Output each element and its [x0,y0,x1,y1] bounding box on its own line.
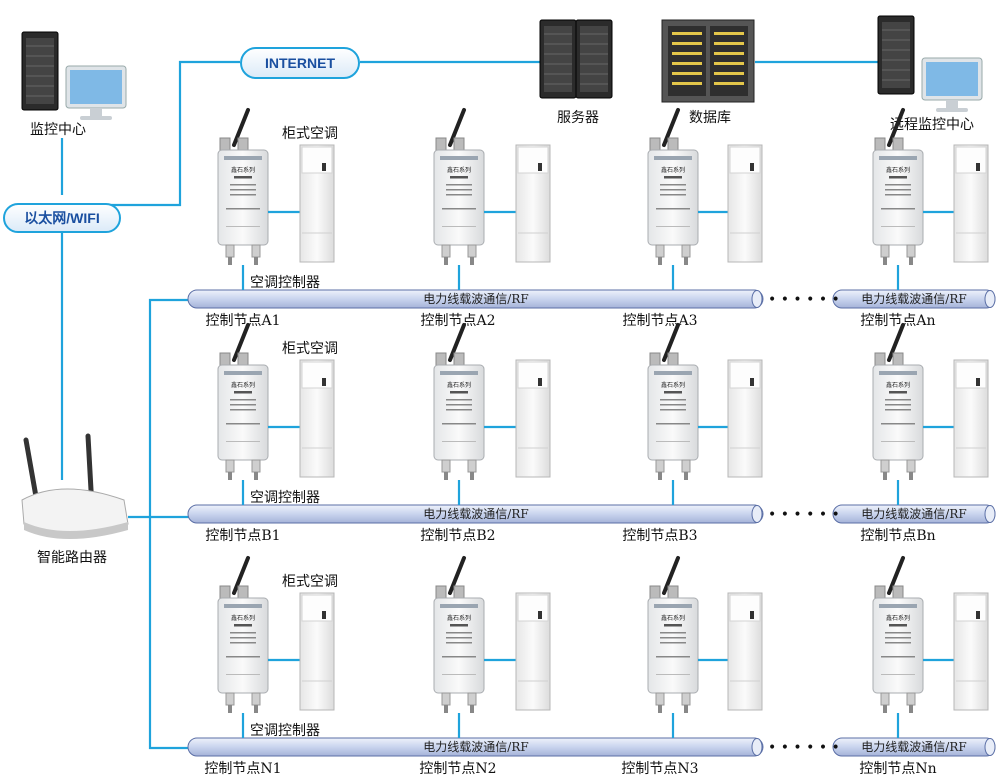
control-row: 电力线载波通信/RF 电力线载波通信/RF • • • • • • 鑫石系列控制节点N… [187,556,996,777]
device-series: 鑫石系列 [231,166,255,174]
control-node-label: 控制节点An [860,313,935,329]
ac-controller-device: 鑫石系列 [432,556,486,715]
remote-monitor-label: 远程监控中心 [890,117,974,133]
pipe-label: 电力线载波通信/RF [423,507,528,521]
cabinet-ac-icon [727,592,763,711]
pipe-label: 电力线载波通信/RF [423,292,528,306]
ethernet-pill: 以太网/WIFI [3,203,121,233]
ellipsis-dots: • • • • • • [768,292,840,308]
ac-controller-device: 鑫石系列 [871,108,925,267]
control-node-label: 控制节点N2 [419,761,496,777]
ac-controller-label: 空调控制器 [250,490,320,506]
ellipsis-dots: • • • • • • [768,740,840,756]
device-series: 鑫石系列 [661,614,685,622]
device-series: 鑫石系列 [886,614,910,622]
pipe-label: 电力线载波通信/RF [861,740,966,754]
cabinet-ac-icon [515,144,551,263]
server-icon [539,19,613,99]
control-row: 电力线载波通信/RF 电力线载波通信/RF • • • • • • 鑫石系列控制节点B… [187,323,996,544]
pipe-label: 电力线载波通信/RF [423,740,528,754]
cabinet-ac-icon [953,359,989,478]
cabinet-ac-icon [953,144,989,263]
pipe-label: 电力线载波通信/RF [861,292,966,306]
control-node-label: 控制节点B1 [205,528,280,544]
device-series: 鑫石系列 [661,166,685,174]
device-series: 鑫石系列 [447,614,471,622]
ac-controller-device: 鑫石系列 [216,323,270,482]
ellipsis-dots: • • • • • • [768,507,840,523]
ac-cabinet-label: 柜式空调 [282,574,338,590]
power-line-pipe-end: 电力线载波通信/RF [832,504,996,524]
router-label: 智能路由器 [37,550,107,566]
monitor-center-label: 监控中心 [30,122,86,138]
ac-cabinet-label: 柜式空调 [282,126,338,142]
cabinet-ac-icon [515,592,551,711]
cabinet-ac-icon [727,359,763,478]
remote-monitor-computer [877,15,983,113]
database-icon [661,19,755,103]
device-series: 鑫石系列 [886,381,910,389]
device-series: 鑫石系列 [447,166,471,174]
device-series: 鑫石系列 [661,381,685,389]
database-label: 数据库 [689,110,731,126]
internet-label: INTERNET [265,55,335,71]
ac-controller-device: 鑫石系列 [432,323,486,482]
ethernet-label: 以太网/WIFI [24,210,99,226]
internet-pill: INTERNET [240,47,360,79]
cabinet-ac-icon [515,359,551,478]
cabinet-ac-icon [299,359,335,478]
power-line-pipe: 电力线载波通信/RF [187,289,764,309]
power-line-pipe: 电力线载波通信/RF [187,504,764,524]
router-icon [21,433,129,539]
ac-controller-label: 空调控制器 [250,275,320,291]
control-node-label: 控制节点Bn [860,528,935,544]
control-node-label: 控制节点B3 [622,528,697,544]
control-row: 电力线载波通信/RF 电力线载波通信/RF • • • • • • 鑫石系列控制节点A… [187,108,996,329]
power-line-pipe-end: 电力线载波通信/RF [832,737,996,757]
cabinet-ac-icon [953,592,989,711]
device-series: 鑫石系列 [231,614,255,622]
control-node-label: 控制节点A2 [420,313,495,329]
ac-controller-device: 鑫石系列 [646,323,700,482]
ac-controller-device: 鑫石系列 [871,556,925,715]
control-node-label: 控制节点A1 [205,313,280,329]
power-line-pipe: 电力线载波通信/RF [187,737,764,757]
ac-controller-device: 鑫石系列 [432,108,486,267]
ac-controller-label: 空调控制器 [250,723,320,739]
control-node-label: 控制节点N1 [204,761,281,777]
control-node-label: 控制节点B2 [420,528,495,544]
control-node-label: 控制节点A3 [622,313,697,329]
ac-controller-device: 鑫石系列 [216,108,270,267]
power-line-pipe-end: 电力线载波通信/RF [832,289,996,309]
control-node-label: 控制节点N3 [621,761,698,777]
device-series: 鑫石系列 [231,381,255,389]
monitor-center-computer [21,31,127,121]
cabinet-ac-icon [299,592,335,711]
control-node-label: 控制节点Nn [859,761,936,777]
ac-controller-device: 鑫石系列 [646,556,700,715]
device-series: 鑫石系列 [447,381,471,389]
device-series: 鑫石系列 [886,166,910,174]
ac-cabinet-label: 柜式空调 [282,341,338,357]
cabinet-ac-icon [727,144,763,263]
ac-controller-device: 鑫石系列 [646,108,700,267]
server-label: 服务器 [557,110,599,126]
cabinet-ac-icon [299,144,335,263]
pipe-label: 电力线载波通信/RF [861,507,966,521]
ac-controller-device: 鑫石系列 [871,323,925,482]
ac-controller-device: 鑫石系列 [216,556,270,715]
